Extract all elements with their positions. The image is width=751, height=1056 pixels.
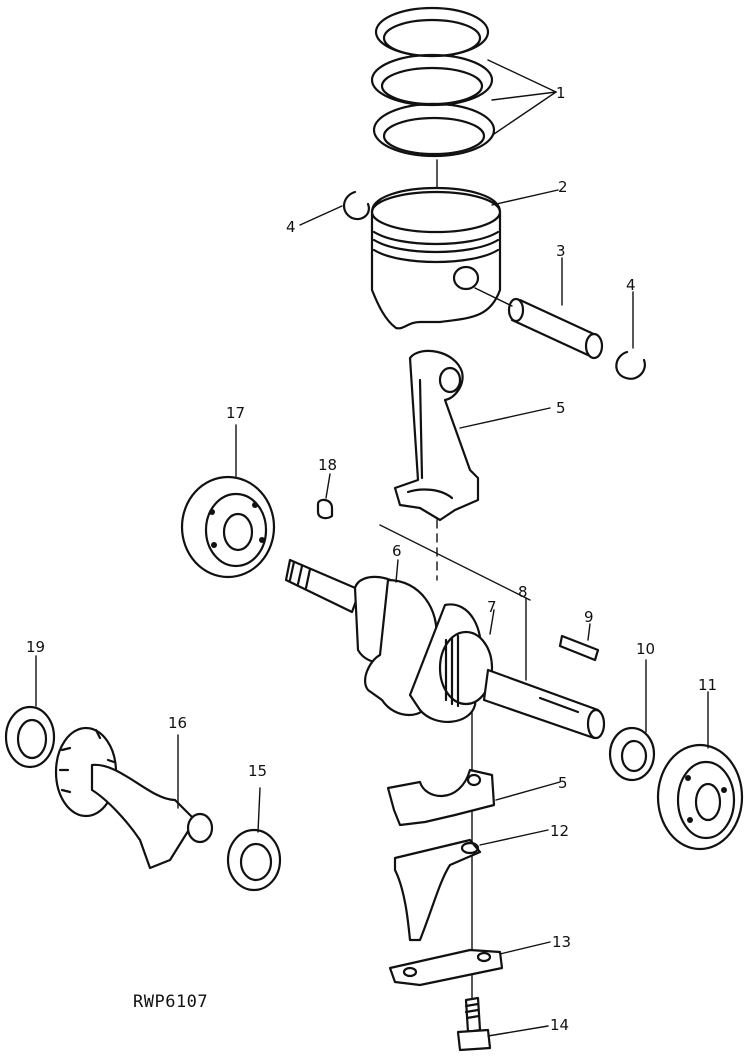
callout-19: 19 bbox=[26, 638, 45, 656]
oil-seal bbox=[608, 726, 656, 782]
lock-plate bbox=[388, 948, 504, 987]
ball-bearing bbox=[4, 705, 56, 769]
ball-bearing bbox=[180, 475, 276, 579]
callout-7: 7 bbox=[487, 598, 497, 616]
crankshaft bbox=[284, 524, 606, 740]
callout-11: 11 bbox=[698, 676, 717, 694]
connecting-rod bbox=[393, 349, 480, 522]
piston-pin bbox=[474, 287, 604, 360]
woodruff-key bbox=[316, 498, 334, 520]
callout-16: 16 bbox=[168, 714, 187, 732]
crankshaft-key bbox=[558, 634, 600, 662]
oil-dipper bbox=[393, 838, 482, 942]
callout-14: 14 bbox=[550, 1016, 569, 1034]
cap-bolt bbox=[456, 996, 492, 1052]
balance-shaft bbox=[54, 726, 214, 870]
callout-5: 5 bbox=[556, 399, 566, 417]
callout-8: 8 bbox=[518, 583, 528, 601]
callout-2: 2 bbox=[558, 178, 568, 196]
piston bbox=[370, 186, 502, 330]
ball-bearing bbox=[656, 743, 744, 851]
callout-5: 5 bbox=[558, 774, 568, 792]
callout-4: 4 bbox=[286, 218, 296, 236]
callout-15: 15 bbox=[248, 762, 267, 780]
callout-3: 3 bbox=[556, 242, 566, 260]
rod-cap bbox=[386, 768, 496, 827]
callout-10: 10 bbox=[636, 640, 655, 658]
figure-code: RWP6107 bbox=[133, 992, 209, 1012]
piston-rings bbox=[370, 6, 496, 158]
retaining-clip bbox=[615, 350, 646, 380]
leader-lines bbox=[35, 59, 709, 1037]
ball-bearing bbox=[226, 828, 282, 892]
callout-12: 12 bbox=[550, 822, 569, 840]
callout-4: 4 bbox=[626, 276, 636, 294]
callout-18: 18 bbox=[318, 456, 337, 474]
callout-13: 13 bbox=[552, 933, 571, 951]
callout-9: 9 bbox=[584, 608, 594, 626]
callout-17: 17 bbox=[226, 404, 245, 422]
retaining-clip bbox=[343, 190, 370, 221]
callout-1: 1 bbox=[556, 84, 566, 102]
callout-6: 6 bbox=[392, 542, 402, 560]
